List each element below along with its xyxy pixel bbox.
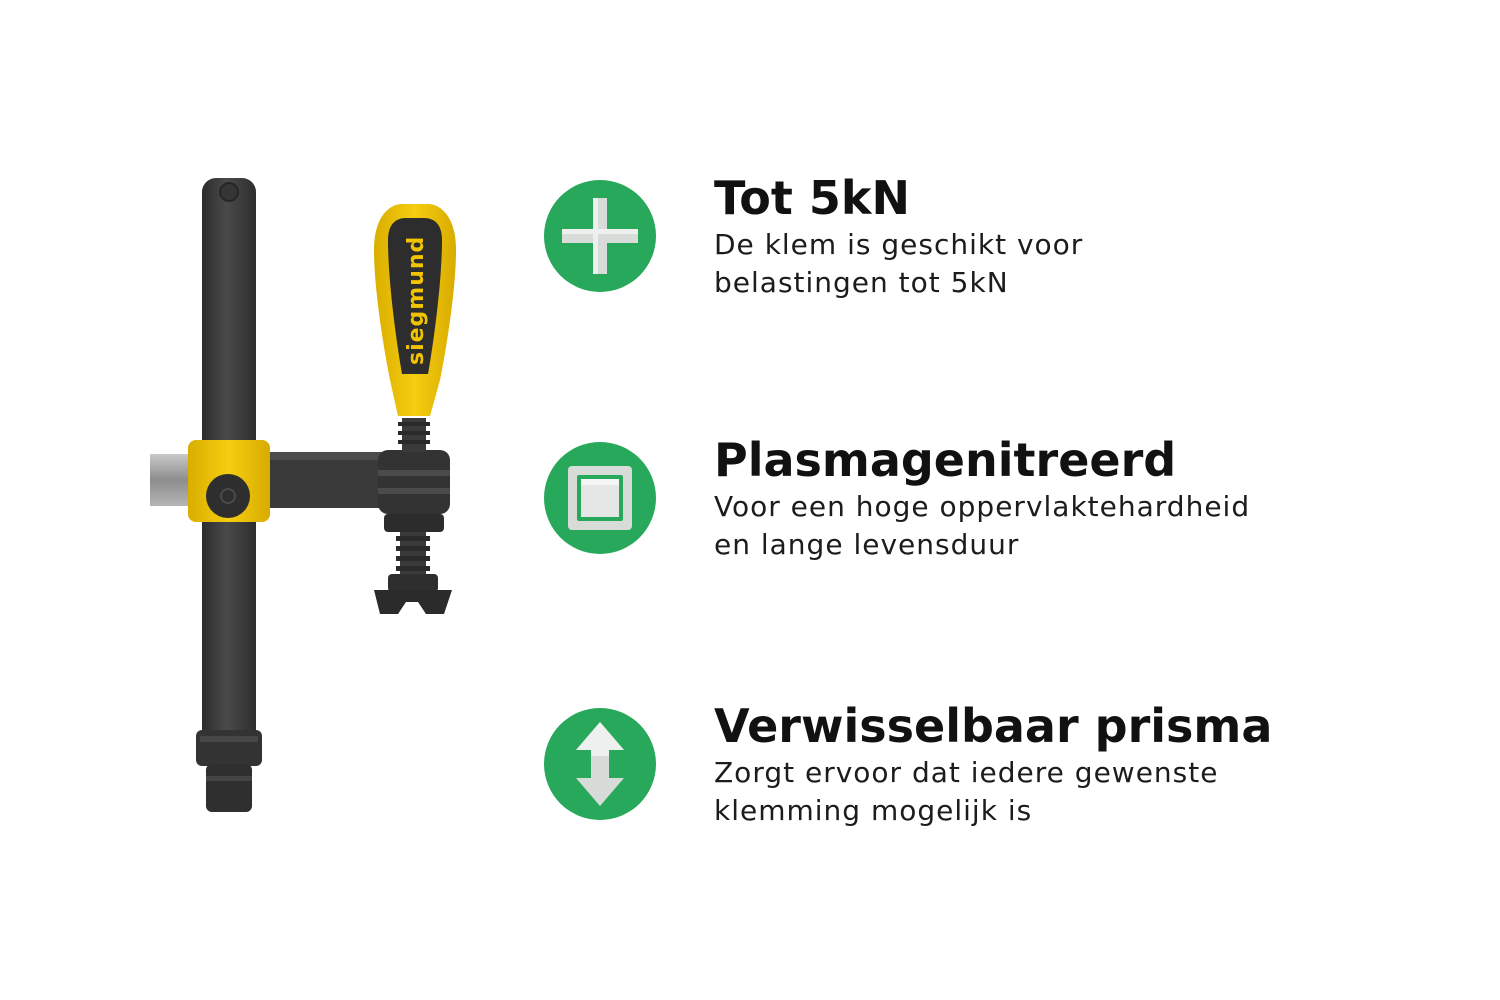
feature-description-line: belastingen tot 5kN xyxy=(714,266,1009,299)
feature-description: Voor een hoge oppervlaktehardheid en lan… xyxy=(714,488,1474,564)
square-surface-icon xyxy=(544,442,656,554)
up-down-arrow-icon xyxy=(544,708,656,820)
feature-plasma-nitrided: Plasmagenitreerd Voor een hoge oppervlak… xyxy=(544,434,1484,570)
feature-text: Plasmagenitreerd Voor een hoge oppervlak… xyxy=(714,434,1474,564)
feature-interchangeable-prism: Verwisselbaar prisma Zorgt ervoor dat ie… xyxy=(544,700,1484,836)
clamp-pressure-foot xyxy=(374,574,452,614)
feature-description-line: en lange levensduur xyxy=(714,528,1020,561)
clamp-handle: siegmund xyxy=(374,204,456,416)
feature-text: Verwisselbaar prisma Zorgt ervoor dat ie… xyxy=(714,700,1474,830)
feature-load-capacity: Tot 5kN De klem is geschikt voor belasti… xyxy=(544,172,1484,308)
feature-description-line: Voor een hoge oppervlaktehardheid xyxy=(714,490,1251,523)
feature-title: Plasmagenitreerd xyxy=(714,433,1177,487)
feature-description-line: De klem is geschikt voor xyxy=(714,228,1084,261)
clamp-product-image: siegmund xyxy=(140,170,470,820)
clamp-upper-thread xyxy=(398,418,430,452)
feature-list: Tot 5kN De klem is geschikt voor belasti… xyxy=(544,0,1484,1000)
clamp-block-knob xyxy=(206,474,250,518)
feature-description-line: klemming mogelijk is xyxy=(714,794,1033,827)
clamp-horizontal-arm xyxy=(260,452,390,508)
feature-description: De klem is geschikt voor belastingen tot… xyxy=(714,226,1474,302)
clamp-spindle-thread xyxy=(396,532,430,578)
feature-text: Tot 5kN De klem is geschikt voor belasti… xyxy=(714,172,1474,302)
feature-title: Tot 5kN xyxy=(714,171,910,225)
clamp-top-rivet xyxy=(219,182,239,202)
feature-description-line: Zorgt ervoor dat iedere gewenste xyxy=(714,756,1219,789)
clamp-bottom-collar xyxy=(196,730,262,766)
feature-title: Verwisselbaar prisma xyxy=(714,699,1273,753)
feature-description: Zorgt ervoor dat iedere gewenste klemmin… xyxy=(714,754,1474,830)
clamp-bottom-pin xyxy=(206,764,252,812)
handle-brand-logo: siegmund xyxy=(404,236,429,365)
clamp-spindle-housing xyxy=(378,450,450,514)
clamp-illustration: siegmund xyxy=(150,178,456,812)
plus-icon xyxy=(544,180,656,292)
